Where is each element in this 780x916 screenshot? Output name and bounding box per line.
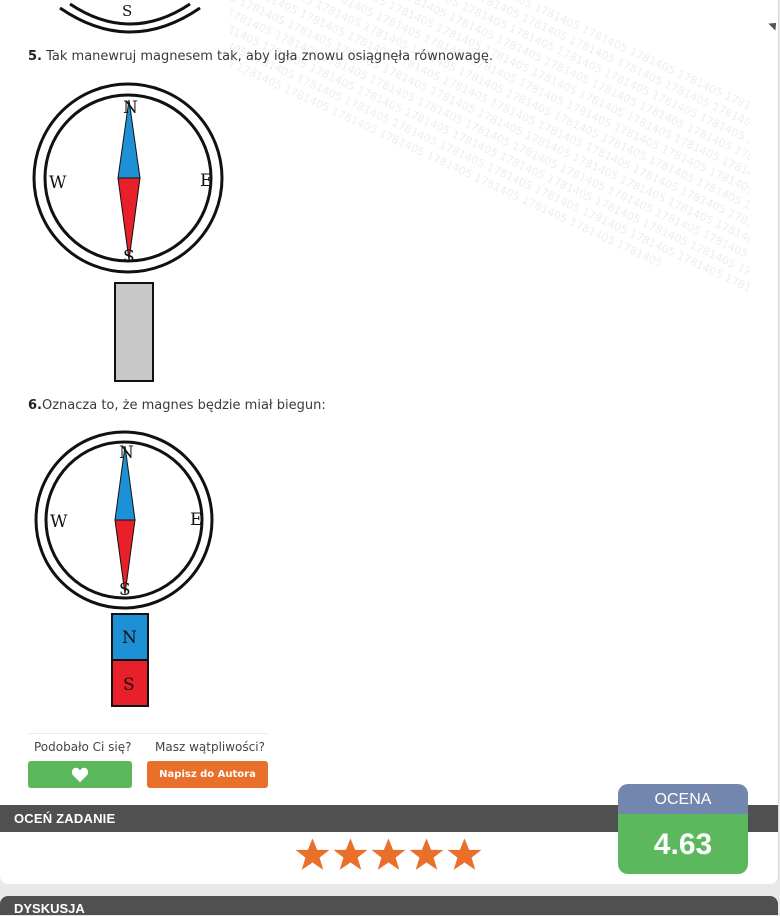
rate-task-title: OCEŃ ZADANIE — [14, 811, 116, 826]
watermark: 1781405 1781405 1781405 1781405 1781405 … — [230, 0, 750, 720]
like-question: Podobało Ci się? — [34, 740, 132, 754]
task-5-number: 5. — [28, 49, 42, 64]
compass-inner-ring — [43, 93, 213, 263]
compass-north-label: N — [123, 98, 138, 118]
task-6-text: Oznacza to, że magnes będzie miał biegun… — [41, 398, 326, 413]
compass-east-label: E — [200, 171, 212, 191]
star-icon[interactable] — [294, 836, 331, 873]
score-value: 4.63 — [618, 814, 748, 874]
task-6-number: 6. — [28, 398, 42, 413]
score-label: OCENA — [618, 784, 748, 814]
star-rating[interactable] — [294, 836, 483, 873]
prev-compass-south-label: S — [122, 2, 132, 20]
compass-outer-ring — [34, 430, 214, 610]
task-card: 1781405 1781405 1781405 1781405 1781405 … — [0, 0, 779, 884]
discussion-title: DYSKUSJA — [14, 901, 85, 916]
star-icon[interactable] — [332, 836, 369, 873]
compass-figure-5: N S W E — [32, 82, 224, 382]
task-5-text: Tak manewruj magnesem tak, aby igła znow… — [46, 49, 494, 64]
compass-outer-ring — [32, 82, 224, 274]
write-to-author-button[interactable]: Napisz do Autora — [147, 761, 268, 788]
compass-west-label: W — [50, 512, 68, 532]
compass-south-label: S — [123, 247, 135, 267]
compass-west-label: W — [49, 173, 67, 193]
bar-magnet-unlabeled — [114, 282, 154, 382]
compass-north-label: N — [119, 443, 134, 463]
task-6: 6.Oznacza to, że magnes będzie miał bieg… — [28, 398, 326, 413]
magnet-north-label: N — [122, 628, 137, 648]
magnet-south-label: S — [123, 675, 135, 695]
star-icon[interactable] — [408, 836, 445, 873]
score-box: OCENA 4.63 — [618, 784, 748, 874]
star-icon[interactable] — [370, 836, 407, 873]
previous-compass-fragment: S — [59, 2, 201, 34]
star-icon[interactable] — [446, 836, 483, 873]
needle-south — [114, 519, 136, 595]
divider — [28, 733, 268, 734]
compass-inner-ring — [44, 440, 204, 600]
doubt-question: Masz wątpliwości? — [155, 740, 265, 754]
task-5: 5. Tak manewruj magnesem tak, aby igła z… — [28, 49, 493, 64]
discussion-header: DYSKUSJA — [0, 896, 778, 916]
compass-south-label: S — [119, 580, 131, 600]
needle-south — [117, 177, 141, 261]
compass-figure-6: N S W E N S — [34, 430, 214, 707]
magnet-south-pole — [111, 659, 149, 707]
heart-icon — [71, 767, 89, 782]
like-button[interactable] — [28, 761, 132, 788]
compass-east-label: E — [190, 510, 202, 530]
